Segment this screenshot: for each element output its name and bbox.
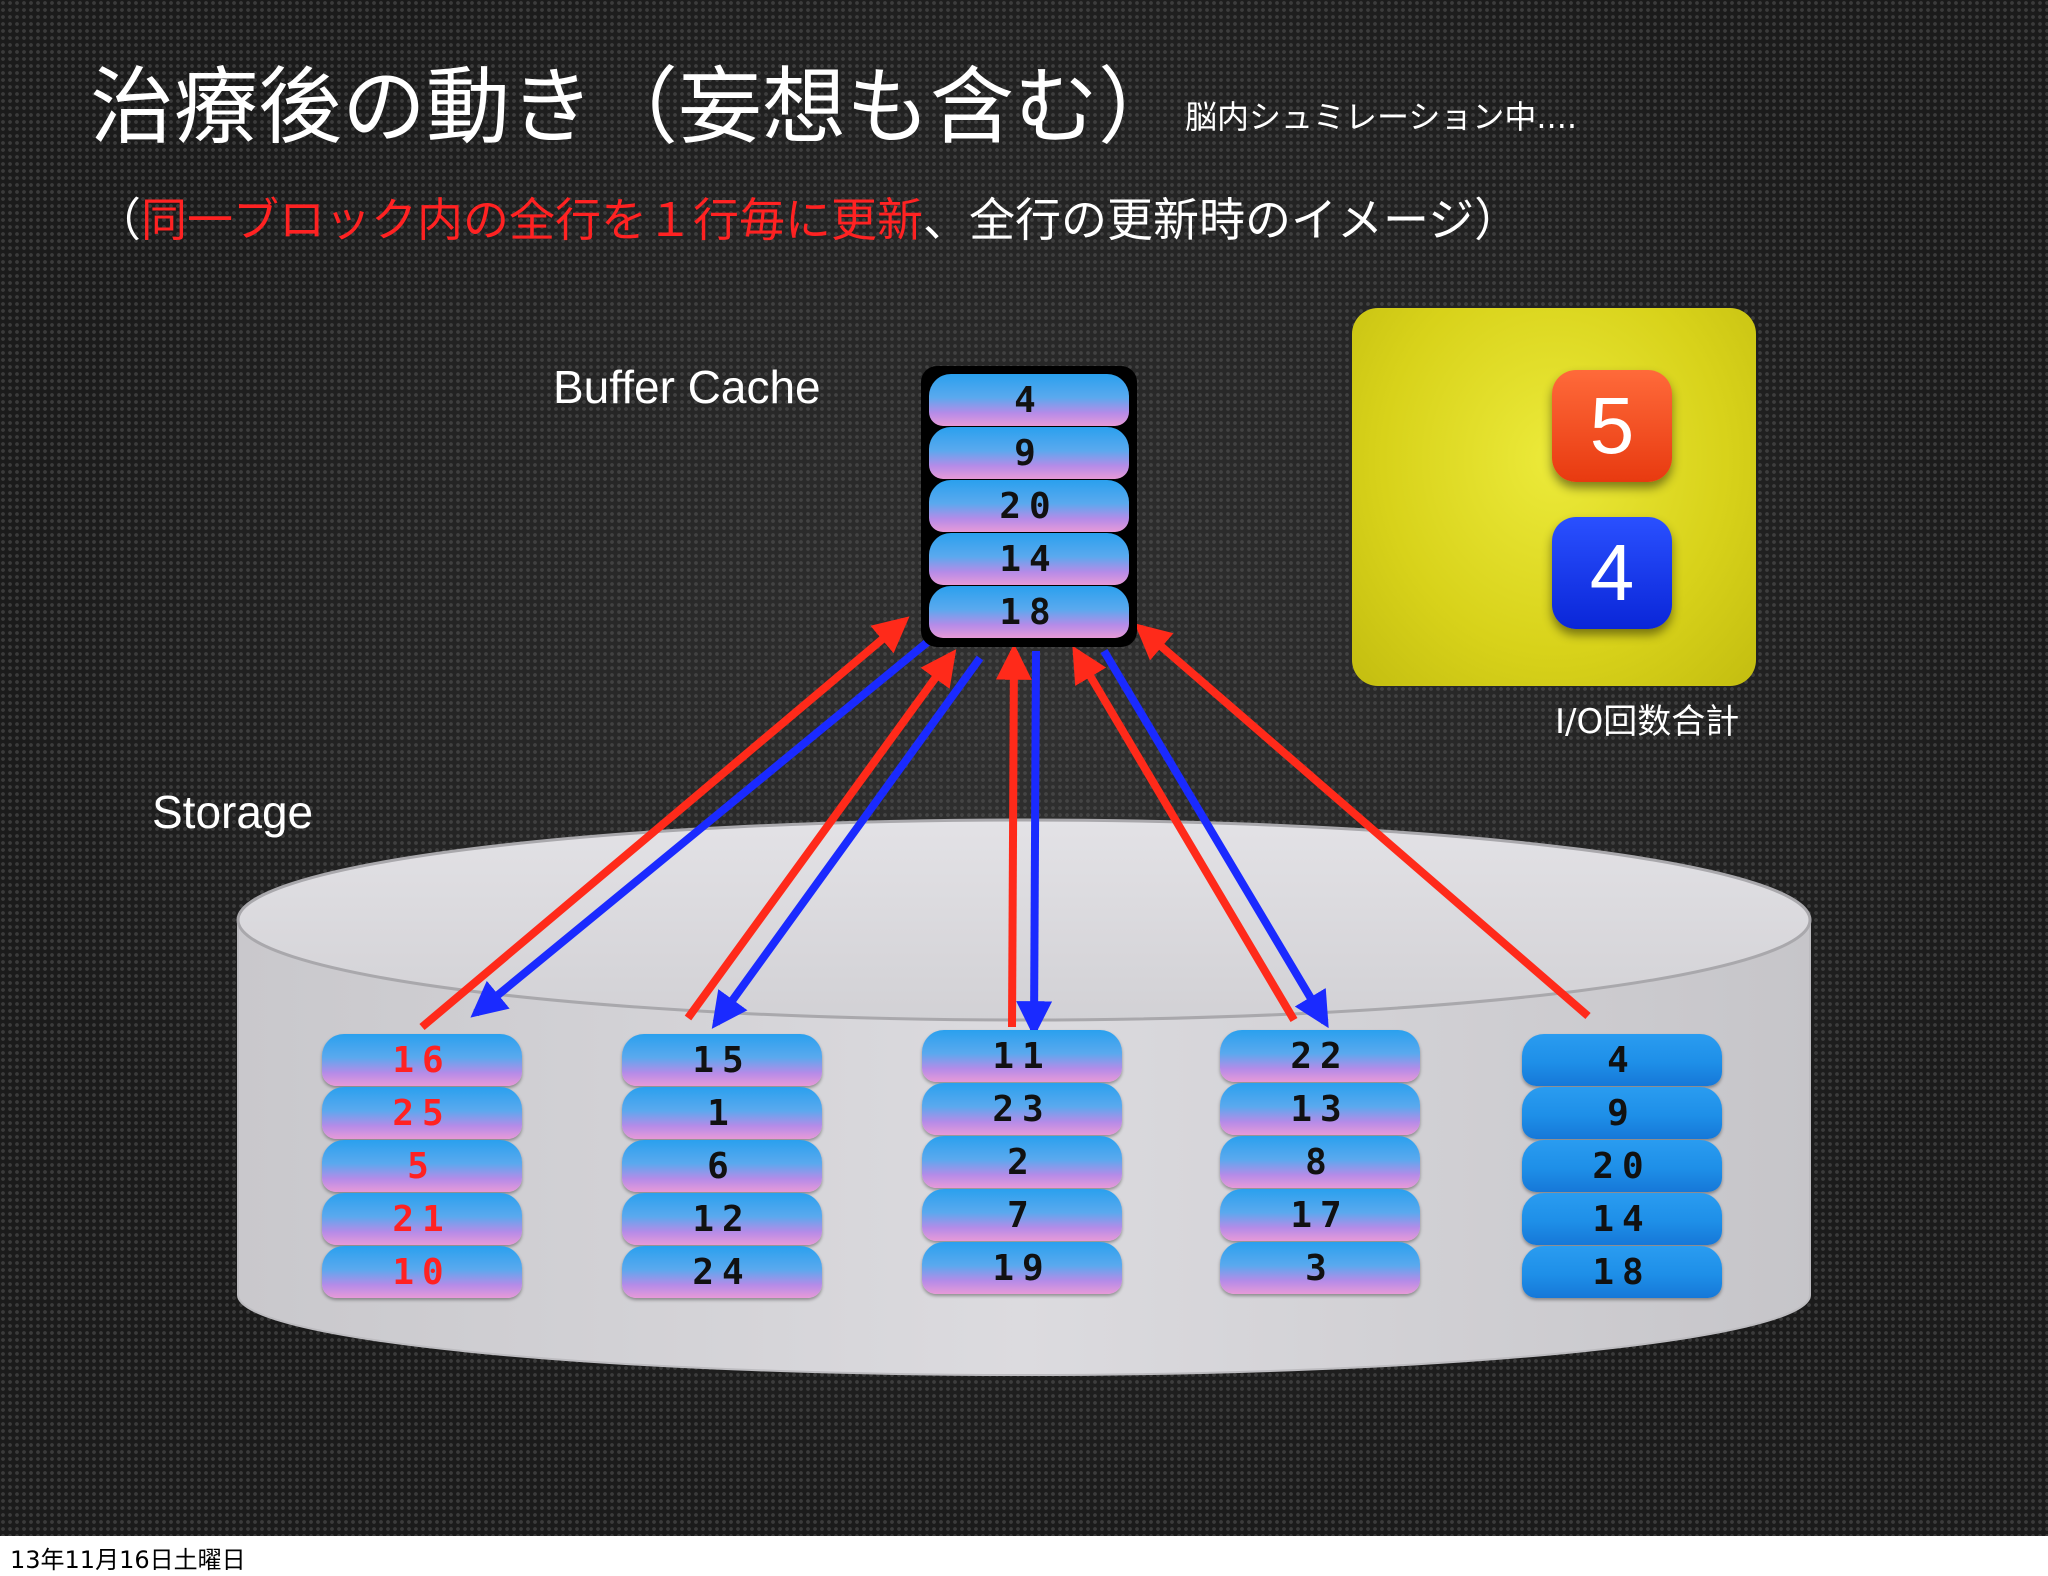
- storage-row: 4: [1522, 1034, 1722, 1086]
- cylinder-top: [236, 818, 1812, 1022]
- storage-row: 25: [322, 1087, 522, 1139]
- cache-row: 14: [929, 533, 1129, 585]
- read-arrow-1: [470, 636, 933, 1018]
- read-count-badge: 4: [1552, 517, 1672, 629]
- storage-row: 21: [322, 1193, 522, 1245]
- storage-row: 13: [1220, 1083, 1420, 1135]
- storage-row: 3: [1220, 1242, 1420, 1294]
- cache-row: 4: [929, 374, 1129, 426]
- read-arrow-2: [711, 655, 984, 1029]
- diagram-canvas: [236, 406, 1812, 1376]
- io-legend-panel: [1352, 308, 1756, 686]
- storage-row: 22: [1220, 1030, 1420, 1082]
- storage-row: 23: [922, 1083, 1122, 1135]
- write-arrow-5: [1134, 623, 1591, 1020]
- storage-row: 7: [922, 1189, 1122, 1241]
- storage-label: Storage: [152, 786, 314, 838]
- storage-row: 10: [322, 1246, 522, 1298]
- storage-row: 18: [1522, 1246, 1722, 1298]
- subtitle-highlight: 同一ブロック内の全行を１行毎に更新: [141, 193, 923, 247]
- cache-row: 18: [929, 586, 1129, 638]
- storage-block-4: 22 13 8 17 3: [1220, 1030, 1420, 1295]
- arrows: [419, 616, 1591, 1038]
- storage-row: 6: [622, 1140, 822, 1192]
- subtitle-open: （: [95, 193, 141, 247]
- buffer-cache-block: 4 9 20 14 18: [921, 366, 1137, 647]
- subtitle-rest: 、全行の更新時のイメージ）: [923, 193, 1521, 247]
- storage-block-1: 16 25 5 21 10: [322, 1034, 522, 1299]
- footer-date: 13年11月16日土曜日: [10, 1546, 246, 1574]
- write-arrow-2: [684, 649, 957, 1021]
- write-count-badge: 5: [1552, 370, 1672, 482]
- title-note: 脳内シュミレーション中....: [1185, 98, 1578, 136]
- buffer-cache-label: Buffer Cache: [553, 361, 821, 413]
- storage-row: 19: [922, 1242, 1122, 1294]
- io-legend-caption: I/O回数合計: [1555, 702, 1740, 742]
- storage-row: 11: [922, 1030, 1122, 1082]
- storage-row: 14: [1522, 1193, 1722, 1245]
- storage-row: 15: [622, 1034, 822, 1086]
- cache-row: 9: [929, 427, 1129, 479]
- storage-block-3: 11 23 2 7 19: [922, 1030, 1122, 1295]
- read-arrow-3: [1016, 650, 1053, 1038]
- storage-row: 16: [322, 1034, 522, 1086]
- storage-block-2: 15 1 6 12 24: [622, 1034, 822, 1299]
- storage-row: 1: [622, 1087, 822, 1139]
- storage-block-5: 4 9 20 14 18: [1522, 1034, 1722, 1299]
- write-arrow-1: [419, 616, 910, 1031]
- storage-row: 24: [622, 1246, 822, 1298]
- storage-row: 2: [922, 1136, 1122, 1188]
- subtitle: （同一ブロック内の全行を１行毎に更新、全行の更新時のイメージ）: [95, 190, 1520, 250]
- write-arrow-3: [995, 643, 1032, 1028]
- read-arrow-4: [1100, 648, 1329, 1029]
- storage-row: 8: [1220, 1136, 1420, 1188]
- cache-row: 20: [929, 480, 1129, 532]
- storage-row: 20: [1522, 1140, 1722, 1192]
- storage-row: 17: [1220, 1189, 1420, 1241]
- storage-row: 5: [322, 1140, 522, 1192]
- storage-row: 12: [622, 1193, 822, 1245]
- storage-row: 9: [1522, 1087, 1722, 1139]
- page-title: 治療後の動き（妄想も含む）: [90, 58, 1183, 156]
- write-arrow-4: [1072, 645, 1298, 1023]
- slide: 治療後の動き（妄想も含む） 脳内シュミレーション中.... （同一ブロック内の全…: [0, 0, 2048, 1536]
